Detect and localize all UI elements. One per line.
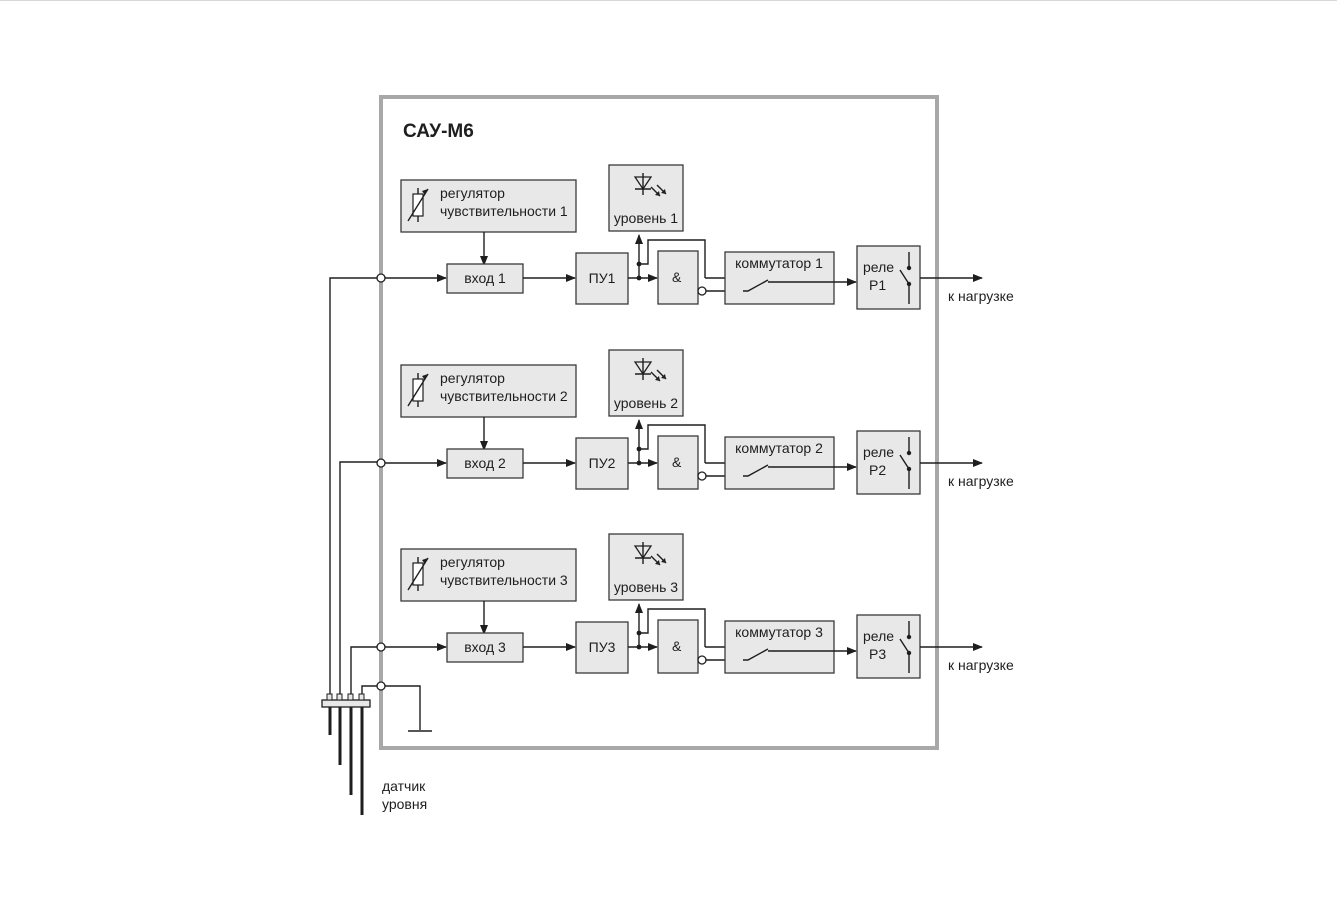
relay-block bbox=[856, 614, 921, 679]
regulator-label-line1: регулятор bbox=[440, 370, 505, 386]
level-label: уровень 3 bbox=[614, 579, 678, 595]
level-indicator bbox=[608, 533, 684, 601]
regulator-label-line2: чувствительности 1 bbox=[440, 203, 568, 219]
inverter-bubble bbox=[697, 286, 707, 296]
input-label: вход 3 bbox=[464, 639, 506, 655]
relay-contact-icon bbox=[899, 252, 910, 304]
input-terminal bbox=[376, 458, 386, 468]
level-label: уровень 1 bbox=[614, 210, 678, 226]
switch-label: коммутатор 1 bbox=[735, 255, 823, 271]
level-indicator bbox=[608, 164, 684, 232]
relay-label-line2: Р3 bbox=[869, 646, 886, 662]
output-label: к нагрузке bbox=[948, 473, 1014, 489]
switch-label: коммутатор 2 bbox=[735, 440, 823, 456]
pu-label: ПУ1 bbox=[589, 270, 616, 286]
sensor-label-line2: уровня bbox=[382, 796, 427, 812]
inverter-bubble bbox=[697, 471, 707, 481]
switch-contact bbox=[743, 280, 856, 291]
threshold-device bbox=[575, 621, 629, 674]
sensor-label-line1: датчик bbox=[382, 778, 426, 794]
enable-line bbox=[639, 608, 706, 647]
sensitivity-regulator bbox=[400, 548, 577, 602]
pu-label: ПУ3 bbox=[589, 639, 616, 655]
switch-label: коммутатор 3 bbox=[735, 624, 823, 640]
switch-contact bbox=[743, 649, 856, 660]
level-indicator bbox=[608, 349, 684, 417]
regulator-label-line2: чувствительности 3 bbox=[440, 572, 568, 588]
channels: регулятор чувствительности 1 вход 1 ПУ1 уров… bbox=[376, 164, 1014, 679]
sensor-wiring bbox=[321, 277, 432, 815]
input-label: вход 1 bbox=[464, 270, 506, 286]
relay-block bbox=[856, 430, 921, 495]
input-block bbox=[446, 263, 524, 294]
relay-contact-icon bbox=[899, 621, 910, 673]
and-gate bbox=[657, 435, 699, 490]
and-label: & bbox=[672, 638, 682, 654]
channel-3: регулятор чувствительности 3 вход 3 ПУ3 уров… bbox=[376, 533, 1014, 679]
relay-label-line1: реле bbox=[863, 628, 894, 644]
input-terminal bbox=[376, 642, 386, 652]
and-label: & bbox=[672, 454, 682, 470]
top-border-line bbox=[0, 0, 1337, 1]
regulator-label-line2: чувствительности 2 bbox=[440, 388, 568, 404]
output-label: к нагрузке bbox=[948, 288, 1014, 304]
channel-1: регулятор чувствительности 1 вход 1 ПУ1 уров… bbox=[376, 164, 1014, 310]
relay-label-line2: Р1 bbox=[869, 277, 886, 293]
pu-label: ПУ2 bbox=[589, 455, 616, 471]
commutator-block bbox=[724, 620, 835, 674]
enable-line bbox=[639, 424, 706, 463]
level-label: уровень 2 bbox=[614, 395, 678, 411]
switch-contact bbox=[743, 465, 856, 476]
inverter-bubble bbox=[697, 655, 707, 665]
commutator-block bbox=[724, 251, 835, 305]
and-gate bbox=[657, 250, 699, 305]
sensitivity-regulator bbox=[400, 364, 577, 418]
regulator-label-line1: регулятор bbox=[440, 554, 505, 570]
relay-contact-icon bbox=[899, 437, 910, 489]
input-label: вход 2 bbox=[464, 455, 506, 471]
relay-block bbox=[856, 245, 921, 310]
threshold-device bbox=[575, 252, 629, 305]
commutator-block bbox=[724, 436, 835, 490]
channel-2: регулятор чувствительности 2 вход 2 ПУ2 уров… bbox=[376, 349, 1014, 495]
sensitivity-regulator bbox=[400, 179, 577, 233]
relay-label-line1: реле bbox=[863, 444, 894, 460]
enable-line bbox=[639, 239, 706, 278]
input-terminal bbox=[376, 273, 386, 283]
and-gate bbox=[657, 619, 699, 674]
relay-label-line1: реле bbox=[863, 259, 894, 275]
input-block bbox=[446, 632, 524, 663]
relay-label-line2: Р2 bbox=[869, 462, 886, 478]
device-title: САУ-М6 bbox=[403, 121, 474, 142]
regulator-label-line1: регулятор bbox=[440, 185, 505, 201]
and-label: & bbox=[672, 269, 682, 285]
output-label: к нагрузке bbox=[948, 657, 1014, 673]
